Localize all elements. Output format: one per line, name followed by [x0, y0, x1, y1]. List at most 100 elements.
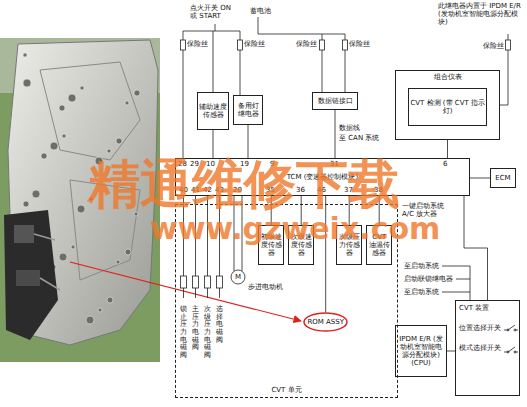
fuse-symbol [181, 40, 511, 50]
wire-connector [213, 130, 214, 158]
relay-box: 备用灯继电器 [233, 95, 263, 125]
ipdm-box: IPDM E/R (发动机室智能电源分配模块) (CPU) [395, 325, 447, 377]
switch-symbol [504, 325, 518, 352]
node-label: 辅助速度传感器 [199, 103, 227, 119]
solenoid-symbol [205, 276, 211, 288]
motor-symbol-letter: M [235, 273, 241, 281]
note: 此继电器内置于 IPDM E/R (发动机室智能电源分配模块) [438, 2, 522, 26]
casting-hole [59, 105, 65, 111]
casting-hole [107, 149, 111, 153]
solenoid-name: 选择电磁阀 [216, 306, 223, 344]
casting-hole [116, 260, 120, 264]
casting-hole [59, 253, 67, 261]
casting-hole [23, 53, 27, 57]
wire-connector [470, 178, 490, 179]
motor-name: 步进电动机 [248, 283, 283, 291]
node-label: 组合仪表 [434, 73, 462, 81]
watermark: 精通维修下载 [88, 154, 400, 214]
fuse-label: 保险丝 [483, 42, 504, 50]
connector-box: 数据链接口 [312, 92, 358, 110]
motor-symbol-letter: M [235, 273, 241, 281]
component-name: 蓄电池 [250, 7, 271, 15]
solenoid-name: 主压力电磁阀 [192, 306, 199, 352]
fuse-symbol [506, 40, 511, 50]
solenoid-name: 选择电磁阀 [216, 305, 223, 344]
fuse-symbol [238, 40, 243, 50]
solenoid-name: 锁止压力电磁阀 [180, 306, 187, 360]
fuse-label: 保险丝 [349, 40, 370, 48]
solenoid-name: 次级压力电磁阀 [204, 306, 211, 360]
casting-hole [116, 138, 122, 144]
fuse-label: 保险丝 [296, 40, 317, 48]
node-text: 模式选择开关 [459, 344, 501, 352]
supply-wire [183, 24, 240, 158]
casting-hole [23, 201, 29, 207]
wire-connector [248, 125, 249, 158]
fuse-label: 保险丝 [244, 40, 265, 48]
wire-connector [335, 110, 336, 158]
fuse-label: 保险丝 [483, 42, 504, 50]
start-wire [442, 266, 470, 300]
system-note: 至启动系统 [404, 288, 439, 296]
wire-connector [447, 351, 455, 352]
sensor-box: 辅助速度传感器 [197, 92, 229, 130]
signal-name: 数据线 [339, 124, 360, 132]
solenoid-symbol [193, 276, 199, 288]
switch-name: 点火开关 ON 或 START [190, 4, 231, 20]
indicator-box: CVT 检测 (带 CVT 指示灯) [408, 88, 487, 126]
casting-hole [62, 134, 66, 138]
fuse-symbol [320, 40, 325, 50]
start-wire [442, 266, 470, 300]
casting-hole [125, 101, 129, 105]
watermark: www.gzweix.com [150, 214, 440, 244]
valve-body-photo [40, 62, 140, 160]
solenoid-block-photo [34, 234, 60, 290]
switch-unit-box: CVT 装置位置选择开关模式选择开关 [455, 300, 520, 396]
motor-name: 步进电动机 [248, 283, 283, 291]
switch-symbol [514, 329, 516, 331]
fuse-symbol [181, 40, 186, 50]
fuse-symbol [343, 40, 348, 50]
node-label: IPDM E/R (发动机室智能电源分配模块) (CPU) [397, 335, 445, 367]
node-text: 位置选择开关 [459, 324, 501, 332]
solenoid-block-photo [14, 225, 34, 243]
node-label: CVT 检测 (带 CVT 指示灯) [410, 99, 485, 115]
casting-hole [32, 190, 40, 198]
instrument-cluster-box: 组合仪表 CVT 检测 (带 CVT 指示灯) [395, 70, 500, 140]
stepper-motor-symbol [231, 270, 245, 284]
casting-hole [68, 94, 76, 102]
casting-hole [71, 245, 75, 249]
supply-wire [258, 17, 345, 92]
pin-number: 6 [443, 160, 447, 168]
pin-number: 6 [443, 160, 447, 168]
fuse-label: 保险丝 [244, 40, 265, 48]
rom-assembly-ellipse: ROM ASSY [303, 312, 348, 332]
casting-hole [86, 316, 94, 324]
fuse-label: 保险丝 [187, 40, 208, 48]
casting-hole [77, 205, 85, 213]
solenoid-block-photo [4, 210, 60, 340]
switch-name: 点火开关 ON 或 START [190, 4, 236, 20]
node-label: CVT 单元 [271, 386, 301, 394]
system-note: 至启动系统 [404, 262, 439, 270]
node-label: ROM ASSY [307, 318, 344, 326]
relay-name: 启动联锁继电器 [404, 275, 453, 283]
signal-name: 至 CAN 系统 [339, 134, 379, 142]
switch-symbol [507, 351, 509, 353]
solenoid-block-photo [16, 270, 40, 286]
casting-hole [41, 153, 47, 159]
casting-hole [125, 249, 131, 255]
note: 此继电器内置于 IPDM E/R (发动机室智能电源分配模块) [438, 2, 521, 26]
node-label: CVT 装置 [459, 304, 489, 312]
switch-symbol [504, 325, 518, 353]
system-note: 至启动系统 [404, 262, 439, 270]
fuse-label: 保险丝 [349, 40, 370, 48]
fuse-label: 保险丝 [187, 40, 208, 48]
solenoid-name: 次级压力电磁阀 [204, 305, 211, 359]
watermark: 精通维修下载 [88, 158, 400, 210]
solenoid-block-photo [4, 210, 58, 340]
node-label: 数据链接口 [318, 97, 353, 105]
fuse-label: 保险丝 [296, 40, 317, 48]
switch-symbol [514, 351, 516, 353]
